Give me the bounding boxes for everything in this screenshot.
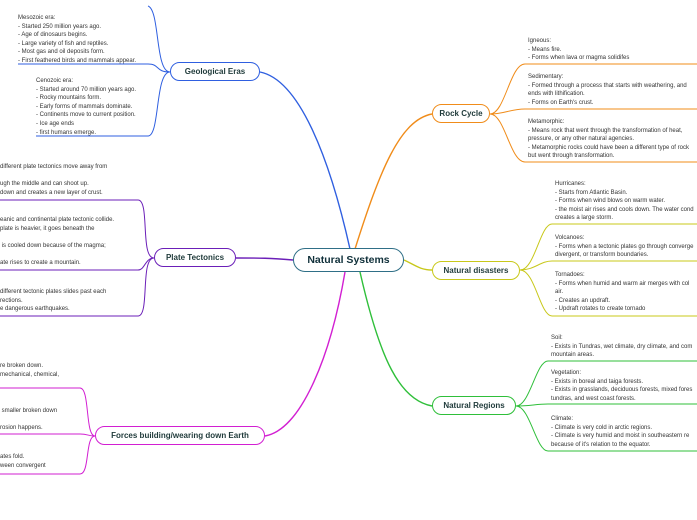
note-folding[interactable]: ates fold. ween convergent <box>0 454 46 469</box>
note-hurricanes[interactable]: Hurricanes: - Starts from Atlantic Basin… <box>555 181 694 222</box>
note-transform-boundary[interactable]: different tectonic plates slides past ea… <box>0 289 107 313</box>
central-topic[interactable]: Natural Systems <box>293 248 404 272</box>
note-tornadoes[interactable]: Tornadoes: - Forms when humid and warm a… <box>555 272 690 313</box>
connector-natural-disasters <box>403 259 433 271</box>
topic-label: Natural Regions <box>443 401 505 410</box>
note-cenozoic-era[interactable]: Cenozoic era: - Started around 70 millio… <box>36 78 137 136</box>
note-metamorphic[interactable]: Metamorphic: - Means rock that went thro… <box>528 119 689 160</box>
note-convergent-boundary[interactable]: eanic and continental plate tectonic col… <box>0 217 115 266</box>
topic-label: Rock Cycle <box>439 109 483 118</box>
connector-forces <box>264 271 346 437</box>
connector-natural-regions <box>359 271 433 407</box>
note-igneous[interactable]: Igneous: - Means fire. - Forms when lava… <box>528 38 630 62</box>
central-topic-label: Natural Systems <box>307 254 390 266</box>
note-divergent-boundary[interactable]: different plate tectonics move away from… <box>0 164 108 196</box>
connector-geological-eras <box>259 71 351 250</box>
note-erosion[interactable]: smaller broken down rosion happens. <box>0 408 58 432</box>
topic-label: Geological Eras <box>184 67 246 76</box>
topic-rock-cycle[interactable]: Rock Cycle <box>432 104 490 123</box>
note-soil[interactable]: Soil: - Exists in Tundras, wet climate, … <box>551 335 693 359</box>
topic-label: Forces building/wearing down Earth <box>111 431 249 440</box>
note-mesozoic-era[interactable]: Mesozoic era: - Started 250 million year… <box>18 15 137 64</box>
note-climate[interactable]: Climate: - Climate is very cold in arcti… <box>551 416 690 448</box>
connector-plate-tectonics <box>235 257 294 261</box>
topic-plate-tectonics[interactable]: Plate Tectonics <box>154 248 236 267</box>
topic-forces-building-wearing-down-earth[interactable]: Forces building/wearing down Earth <box>95 426 265 445</box>
topic-geological-eras[interactable]: Geological Eras <box>170 62 260 81</box>
topic-natural-regions[interactable]: Natural Regions <box>432 396 516 415</box>
note-volcanoes[interactable]: Volcanoes: - Forms when a tectonic plate… <box>555 235 694 259</box>
connector-rock-cycle <box>354 113 433 250</box>
topic-natural-disasters[interactable]: Natural disasters <box>432 261 520 280</box>
note-sedimentary[interactable]: Sedimentary: - Formed through a process … <box>528 74 687 106</box>
note-vegetation[interactable]: Vegetation: - Exists in boreal and taiga… <box>551 370 693 402</box>
topic-label: Natural disasters <box>443 266 509 275</box>
note-weathering[interactable]: re broken down. mechanical, chemical, <box>0 363 60 378</box>
topic-label: Plate Tectonics <box>165 253 225 262</box>
